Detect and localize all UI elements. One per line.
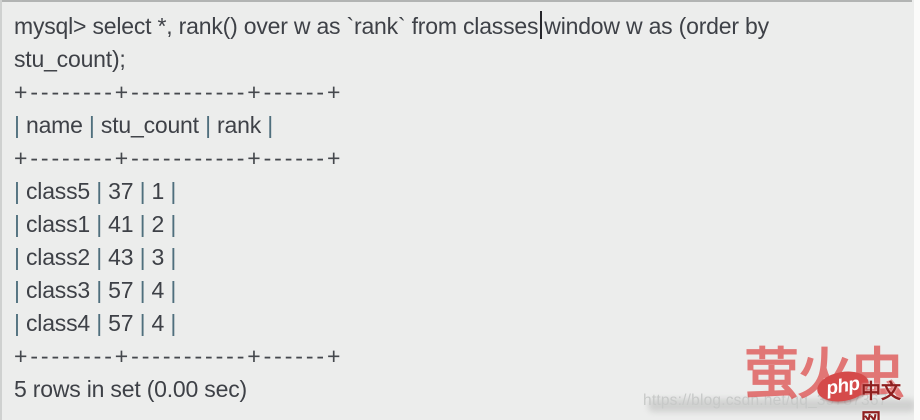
pipe-glyph: | bbox=[267, 112, 273, 138]
table-row: | class1 | 41 | 2 | bbox=[14, 208, 910, 241]
status-line: 5 rows in set (0.00 sec) bbox=[14, 376, 247, 402]
cell-rank: 1 bbox=[151, 178, 165, 204]
pipe-glyph: | bbox=[96, 178, 102, 204]
table-row: | class4 | 57 | 4 | bbox=[14, 307, 910, 340]
cell-rank: 4 bbox=[151, 277, 165, 303]
pipe-glyph: | bbox=[170, 178, 177, 204]
cell-name: class3 bbox=[25, 277, 90, 303]
screenshot-top-edge bbox=[0, 0, 912, 2]
column-header-name: name bbox=[25, 112, 83, 138]
console-output[interactable]: mysql> select *, rank() over w as `rank`… bbox=[14, 10, 910, 406]
pipe-glyph: | bbox=[170, 277, 177, 303]
pipe-glyph: | bbox=[139, 211, 146, 237]
pipe-glyph: | bbox=[88, 112, 95, 138]
pipe-glyph: | bbox=[14, 211, 20, 237]
pipe-glyph: | bbox=[139, 277, 146, 303]
cell-stu-count: 57 bbox=[108, 310, 134, 336]
query-line-1: mysql> select *, rank() over w as `rank`… bbox=[14, 10, 910, 43]
table-row: | class2 | 43 | 3 | bbox=[14, 241, 910, 274]
query-text-after-cursor: window w as (order by bbox=[544, 13, 769, 39]
cell-rank: 3 bbox=[151, 244, 165, 270]
cell-name: class2 bbox=[25, 244, 90, 270]
cell-stu-count: 37 bbox=[108, 178, 134, 204]
pipe-glyph: | bbox=[170, 211, 177, 237]
pipe-glyph: | bbox=[170, 244, 177, 270]
cell-name: class5 bbox=[25, 178, 90, 204]
cell-stu-count: 57 bbox=[108, 277, 134, 303]
pipe-glyph: | bbox=[170, 310, 177, 336]
pipe-glyph: | bbox=[96, 277, 102, 303]
pipe-glyph: | bbox=[139, 244, 146, 270]
query-text-before-cursor: mysql> select *, rank() over w as `rank`… bbox=[14, 13, 539, 39]
table-border-top: +--------+-----------+------+ bbox=[14, 79, 344, 105]
pipe-glyph: | bbox=[205, 112, 211, 138]
cell-name: class1 bbox=[25, 211, 90, 237]
cell-stu-count: 43 bbox=[108, 244, 134, 270]
pipe-glyph: | bbox=[14, 277, 20, 303]
table-row: | class5 | 37 | 1 | bbox=[14, 175, 910, 208]
pipe-glyph: | bbox=[139, 178, 146, 204]
table-border-mid: +--------+-----------+------+ bbox=[14, 145, 344, 171]
column-header-stu-count: stu_count bbox=[100, 112, 199, 138]
pipe-glyph: | bbox=[14, 310, 20, 336]
pipe-glyph: | bbox=[96, 211, 102, 237]
cell-rank: 2 bbox=[151, 211, 165, 237]
cell-rank: 4 bbox=[151, 310, 165, 336]
query-line-2: stu_count); bbox=[14, 46, 126, 72]
table-row: | class3 | 57 | 4 | bbox=[14, 274, 910, 307]
pipe-glyph: | bbox=[14, 244, 20, 270]
pipe-glyph: | bbox=[96, 310, 102, 336]
pipe-glyph: | bbox=[14, 112, 20, 138]
screenshot-left-edge bbox=[0, 0, 2, 420]
screenshot-right-edge bbox=[914, 0, 920, 420]
pipe-glyph: | bbox=[139, 310, 146, 336]
table-border-bottom: +--------+-----------+------+ bbox=[14, 343, 344, 369]
pipe-glyph: | bbox=[14, 178, 20, 204]
cell-stu-count: 41 bbox=[108, 211, 134, 237]
pipe-glyph: | bbox=[96, 244, 102, 270]
text-cursor bbox=[540, 11, 543, 39]
column-header-rank: rank bbox=[217, 112, 261, 138]
cell-name: class4 bbox=[25, 310, 90, 336]
table-header-row: | name | stu_count | rank | bbox=[14, 109, 910, 142]
